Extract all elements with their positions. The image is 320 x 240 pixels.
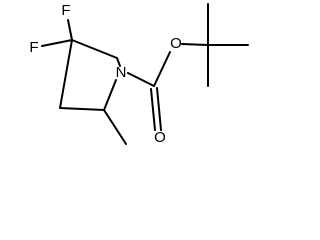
structure-canvas: F F N O O <box>0 0 252 151</box>
bond-c3-f-left <box>41 39 73 47</box>
bond-c3-c2 <box>71 39 118 59</box>
bond-n-carbonyl-c <box>127 72 155 87</box>
bond-c5-methyl <box>103 109 127 145</box>
bond-carbonyl-c-ester-o <box>153 51 171 87</box>
bond-c5-c4 <box>59 107 105 111</box>
atom-fluorine-left: F <box>29 39 38 56</box>
bond-n-c5 <box>103 79 117 111</box>
atom-nitrogen: N <box>116 64 127 81</box>
atom-fluorine-top: F <box>61 2 70 19</box>
bond-c4-c3 <box>59 39 73 109</box>
molecule-diagram: F F N O O <box>29 2 249 146</box>
bond-carbonyl-double-b <box>156 87 162 131</box>
atom-ester-oxygen: O <box>170 35 182 52</box>
bond-ester-o-tbutyl-c <box>181 43 209 46</box>
bond-carbonyl-double-a <box>150 88 156 131</box>
bond-c3-f-top <box>67 19 73 41</box>
bond-c2-n <box>116 57 121 67</box>
atom-carbonyl-oxygen: O <box>154 129 166 146</box>
